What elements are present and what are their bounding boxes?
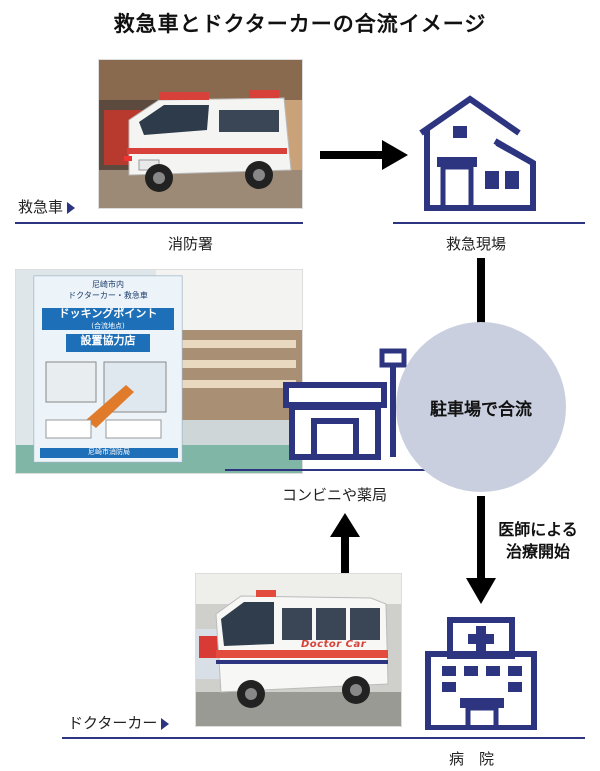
poster-footer: 尼崎市消防局 — [88, 448, 130, 456]
ambulance-photo — [98, 59, 303, 209]
treatment-line2: 治療開始 — [505, 542, 570, 561]
merge-circle: 駐車場で合流 — [396, 322, 566, 492]
doctor-car-label-text: ドクターカー — [68, 714, 158, 732]
house-icon — [419, 95, 536, 211]
poster-line4: (合流地点) — [91, 322, 125, 330]
merge-text: 駐車場で合流 — [430, 399, 532, 420]
ambulance-rule — [15, 222, 303, 224]
doctor-car-body-text: Doctor Car — [301, 639, 367, 650]
site-rule — [393, 222, 585, 224]
store-icon — [283, 348, 407, 460]
ambulance-label-text: 救急車 — [18, 198, 64, 216]
arrow-up-icon — [330, 513, 360, 575]
convenience-label: コンビニや薬局 — [282, 486, 388, 504]
doctor-car-rule — [62, 737, 402, 739]
poster-line1: 尼崎市内 — [92, 280, 124, 289]
store-rule — [225, 469, 443, 471]
arrow-down-icon — [466, 496, 496, 604]
triangle-marker-icon — [67, 201, 76, 214]
poster-line2: ドクターカー・救急車 — [68, 291, 148, 300]
hospital-icon — [425, 617, 537, 730]
convenience-photo: 尼崎市内 ドクターカー・救急車 ドッキングポイント (合流地点) 設置協力店 尼… — [15, 269, 303, 474]
doctor-car-photo: Doctor Car — [195, 573, 402, 727]
store-interior-illustration — [16, 270, 302, 473]
doctor-car-label: ドクターカー — [68, 712, 170, 733]
hospital-label: 病 院 — [449, 750, 495, 768]
hospital-rule — [400, 737, 585, 739]
fire-station-label: 消防署 — [168, 235, 214, 253]
poster-line5: 設置協力店 — [80, 334, 136, 347]
poster-line3: ドッキングポイント — [58, 307, 158, 320]
treatment-line1: 医師による — [498, 520, 578, 539]
doctor-car-illustration — [196, 574, 401, 726]
poster-text: 尼崎市内 ドクターカー・救急車 ドッキングポイント (合流地点) 設置協力店 — [34, 276, 182, 348]
arrow-right-icon — [320, 140, 408, 170]
ambulance-label: 救急車 — [18, 196, 76, 217]
triangle-marker-icon — [161, 717, 170, 730]
emergency-site-label: 救急現場 — [446, 235, 507, 253]
diagram-title: 救急車とドクターカーの合流イメージ — [113, 12, 487, 36]
treatment-note: 医師による 治療開始 — [488, 519, 588, 563]
ambulance-illustration — [99, 60, 302, 208]
